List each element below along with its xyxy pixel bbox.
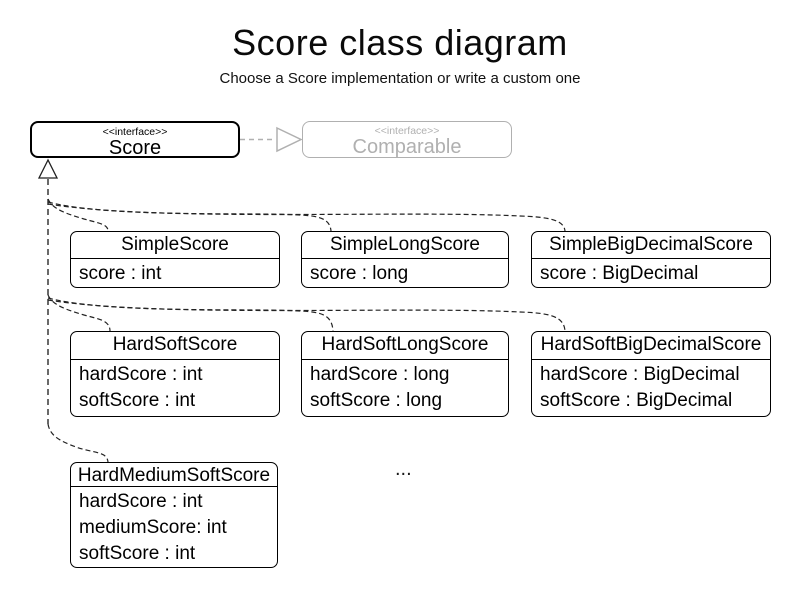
- class-attribute: hardScore : long: [310, 364, 450, 385]
- branch-line-hardmediumsoftscore: [47, 423, 109, 463]
- interface-comparable-stereotype: <<interface>>: [374, 125, 440, 137]
- branch-line-hardsoftbigdecimalscore: [47, 299, 566, 332]
- class-attribute: hardScore : BigDecimal: [540, 364, 740, 385]
- diagram-title: Score class diagram: [232, 22, 568, 63]
- class-simplebigdecimalscore: SimpleBigDecimalScore score : BigDecimal: [531, 231, 771, 288]
- realization-arrowhead-icon: [276, 126, 303, 153]
- class-hardsoftscore: HardSoftScore hardScore : int softScore …: [70, 331, 280, 417]
- interface-score-stereotype: <<interface>>: [102, 126, 168, 138]
- class-name: HardMediumSoftScore: [71, 463, 277, 487]
- branch-line-hardsoftscore: [47, 294, 111, 332]
- class-hardsoftlongscore: HardSoftLongScore hardScore : long softS…: [301, 331, 509, 417]
- class-simplelongscore: SimpleLongScore score : long: [301, 231, 509, 288]
- class-attribute: hardScore : int: [79, 491, 203, 512]
- diagram-subtitle: Choose a Score implementation or write a…: [219, 70, 581, 87]
- class-name: SimpleScore: [71, 232, 279, 259]
- interface-score: <<interface>> Score: [30, 121, 240, 159]
- class-attribute: softScore : long: [310, 390, 443, 411]
- class-name: HardSoftScore: [71, 332, 279, 360]
- class-attribute: hardScore : int: [79, 364, 203, 385]
- class-attribute: score : BigDecimal: [540, 263, 699, 284]
- interface-comparable-name: Comparable: [352, 136, 462, 158]
- class-name: SimpleLongScore: [302, 232, 508, 259]
- class-attribute: softScore : int: [79, 390, 196, 411]
- class-attribute: softScore : BigDecimal: [540, 390, 733, 411]
- class-name: HardSoftBigDecimalScore: [532, 332, 770, 360]
- branch-line-simplelongscore: [47, 201, 332, 232]
- inheritance-arrowhead-icon: [37, 158, 59, 179]
- branch-line-hardsoftlongscore: [47, 297, 334, 332]
- interface-score-name: Score: [108, 137, 162, 159]
- class-hardsoftbigdecimalscore: HardSoftBigDecimalScore hardScore : BigD…: [531, 331, 771, 417]
- class-simplescore: SimpleScore score : int: [70, 231, 280, 288]
- class-attribute: softScore : int: [79, 543, 196, 564]
- class-attribute: score : long: [310, 263, 409, 284]
- interface-comparable: <<interface>> Comparable: [302, 121, 512, 158]
- class-hardmediumsoftscore: HardMediumSoftScore hardScore : int medi…: [70, 462, 278, 568]
- class-attribute: score : int: [79, 263, 162, 284]
- class-attribute: mediumScore: int: [79, 517, 227, 538]
- branch-line-simplescore: [47, 198, 109, 232]
- class-name: SimpleBigDecimalScore: [532, 232, 770, 259]
- more-classes-ellipsis: ...: [395, 458, 412, 480]
- branch-line-simplebigdecimalscore: [47, 203, 566, 232]
- class-name: HardSoftLongScore: [302, 332, 508, 360]
